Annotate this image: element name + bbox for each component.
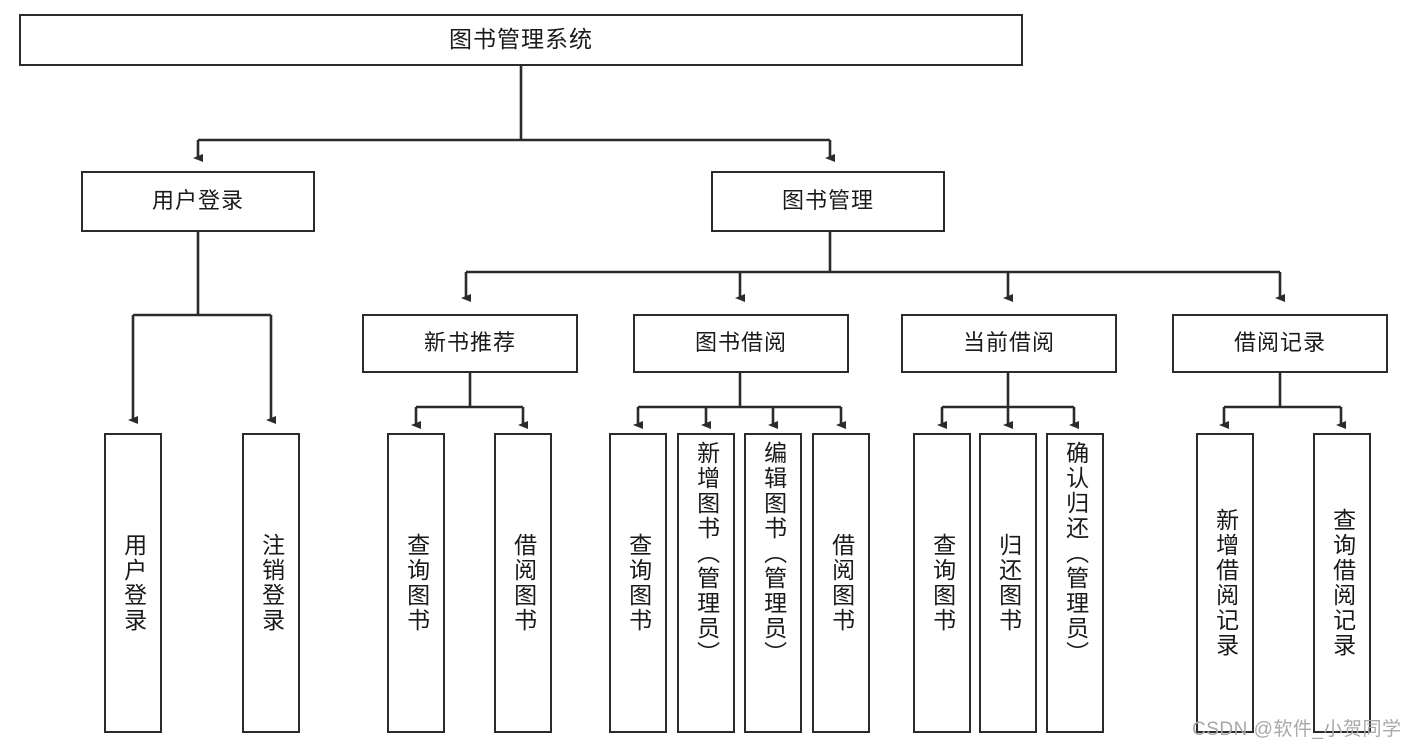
edges-root [193, 66, 835, 162]
node-book-management-system[interactable]: 图书管理系统 [19, 14, 1023, 66]
leaf-user-login-signin[interactable]: 用户登录 [104, 433, 162, 733]
node-label: 查询借阅记录 [1329, 508, 1356, 658]
node-label: 查询图书 [403, 533, 430, 633]
node-label: 图书管理系统 [449, 26, 593, 53]
node-label: 注销登录 [258, 533, 285, 633]
node-label: 图书借阅 [694, 330, 787, 356]
leaf-new-book-query[interactable]: 查询图书 [387, 433, 445, 733]
node-book-management[interactable]: 图书管理 [711, 171, 945, 232]
leaf-current-borrow-query[interactable]: 查询图书 [913, 433, 971, 733]
leaf-current-borrow-return[interactable]: 归还图书 [979, 433, 1037, 733]
leaf-book-borrow-query[interactable]: 查询图书 [609, 433, 667, 733]
edges-new-book-rec [411, 373, 528, 429]
node-label: 借阅记录 [1233, 330, 1326, 356]
edges-user-login [128, 232, 276, 424]
node-book-borrow[interactable]: 图书借阅 [633, 314, 849, 373]
node-label: 图书管理 [781, 188, 874, 214]
leaf-user-login-signout[interactable]: 注销登录 [242, 433, 300, 733]
edges-book-manage [461, 232, 1285, 302]
node-label: 当前借阅 [962, 330, 1055, 356]
node-current-borrow[interactable]: 当前借阅 [901, 314, 1117, 373]
edges-current-borrow [937, 373, 1079, 429]
leaf-book-borrow-edit[interactable]: 编辑图书（管理员） [744, 433, 802, 733]
edges-book-borrow [633, 373, 846, 429]
leaf-book-borrow-add[interactable]: 新增图书（管理员） [677, 433, 735, 733]
node-label: 确认归还（管理员） [1062, 441, 1089, 666]
node-label: 借阅图书 [510, 533, 537, 633]
leaf-borrow-record-query[interactable]: 查询借阅记录 [1313, 433, 1371, 733]
node-user-login[interactable]: 用户登录 [81, 171, 315, 232]
node-label: 新书推荐 [423, 330, 516, 356]
leaf-current-borrow-confirm-return[interactable]: 确认归还（管理员） [1046, 433, 1104, 733]
node-label: 用户登录 [120, 533, 147, 633]
node-label: 新增图书（管理员） [693, 441, 720, 666]
node-label: 编辑图书（管理员） [760, 441, 787, 666]
node-new-book-recommend[interactable]: 新书推荐 [362, 314, 578, 373]
node-label: 查询图书 [625, 533, 652, 633]
node-label: 借阅图书 [828, 533, 855, 633]
leaf-borrow-record-add[interactable]: 新增借阅记录 [1196, 433, 1254, 733]
leaf-book-borrow-borrow[interactable]: 借阅图书 [812, 433, 870, 733]
node-label: 新增借阅记录 [1212, 508, 1239, 658]
node-borrow-record[interactable]: 借阅记录 [1172, 314, 1388, 373]
edges-borrow-record [1219, 373, 1346, 429]
node-label: 查询图书 [929, 533, 956, 633]
node-label: 归还图书 [995, 533, 1022, 633]
leaf-new-book-borrow[interactable]: 借阅图书 [494, 433, 552, 733]
node-label: 用户登录 [151, 188, 244, 214]
